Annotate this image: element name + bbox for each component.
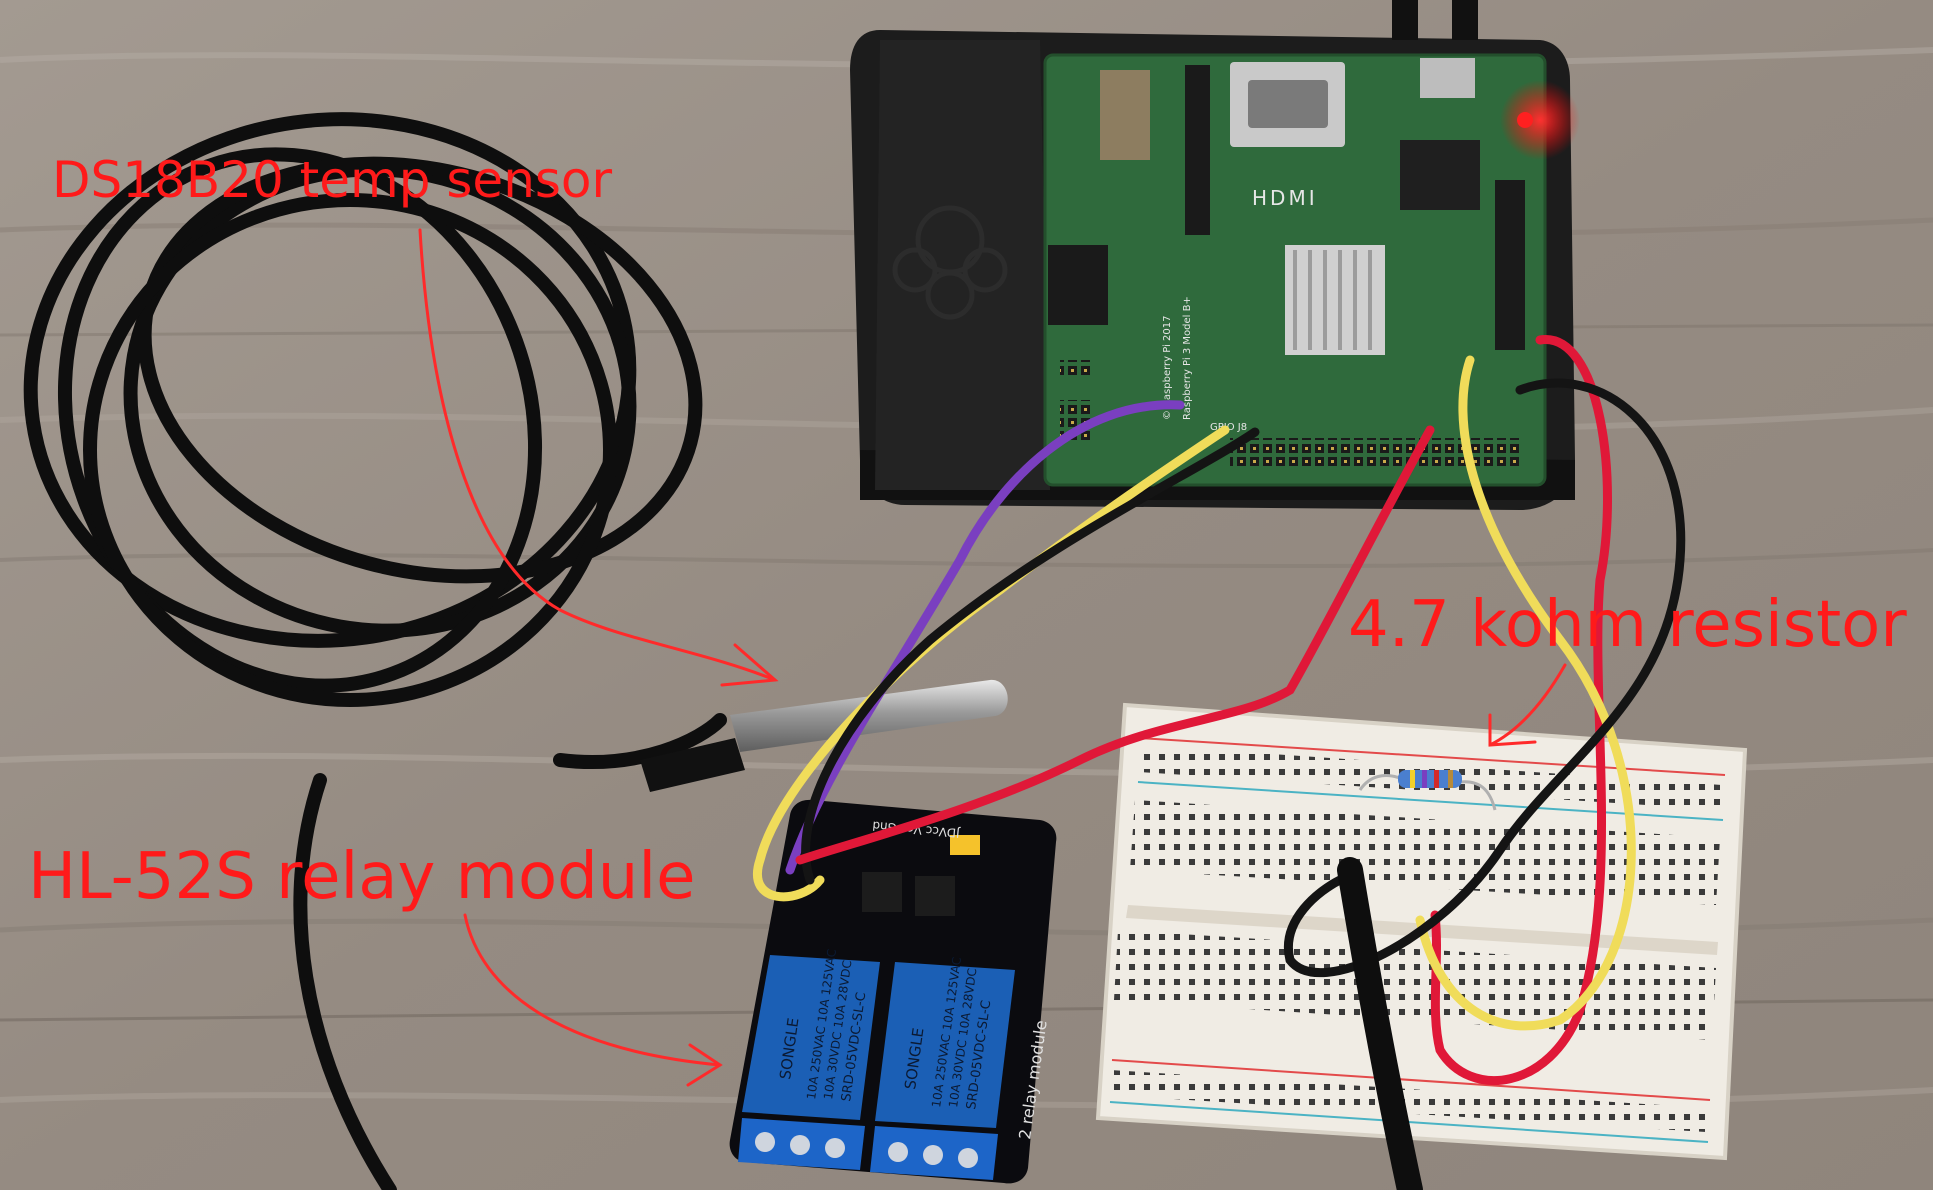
sensor-caption: DS18B20 temp sensor: [52, 151, 613, 209]
jumper-wires: [753, 335, 1686, 1190]
raspberry-pi-board: HDMI Raspberry Pi 3 Model B+ © Raspberry…: [1043, 53, 1580, 487]
sensor-cable-coil: [23, 112, 727, 1190]
relay-module: SONGLE 10A 250VAC 10A 125VAC 10A 30VDC 1…: [729, 799, 1057, 1184]
year-silkscreen: © Raspberry Pi 2017: [1162, 316, 1173, 420]
relay-caption: HL-52S relay module: [28, 840, 696, 914]
resistor: [1358, 770, 1497, 811]
raspberry-logo-icon: [892, 205, 1008, 320]
resistor-arrow: [1488, 663, 1567, 747]
resistor-caption: 4.7 kohm resistor: [1348, 588, 1907, 662]
hdmi-silkscreen: HDMI: [1252, 186, 1318, 210]
sensor-arrow: [418, 228, 777, 682]
power-cable: [1392, 0, 1478, 40]
model-silkscreen: Raspberry Pi 3 Model B+: [1182, 296, 1193, 420]
annotation-arrows: [418, 228, 1567, 1087]
relay-arrow: [463, 913, 722, 1067]
